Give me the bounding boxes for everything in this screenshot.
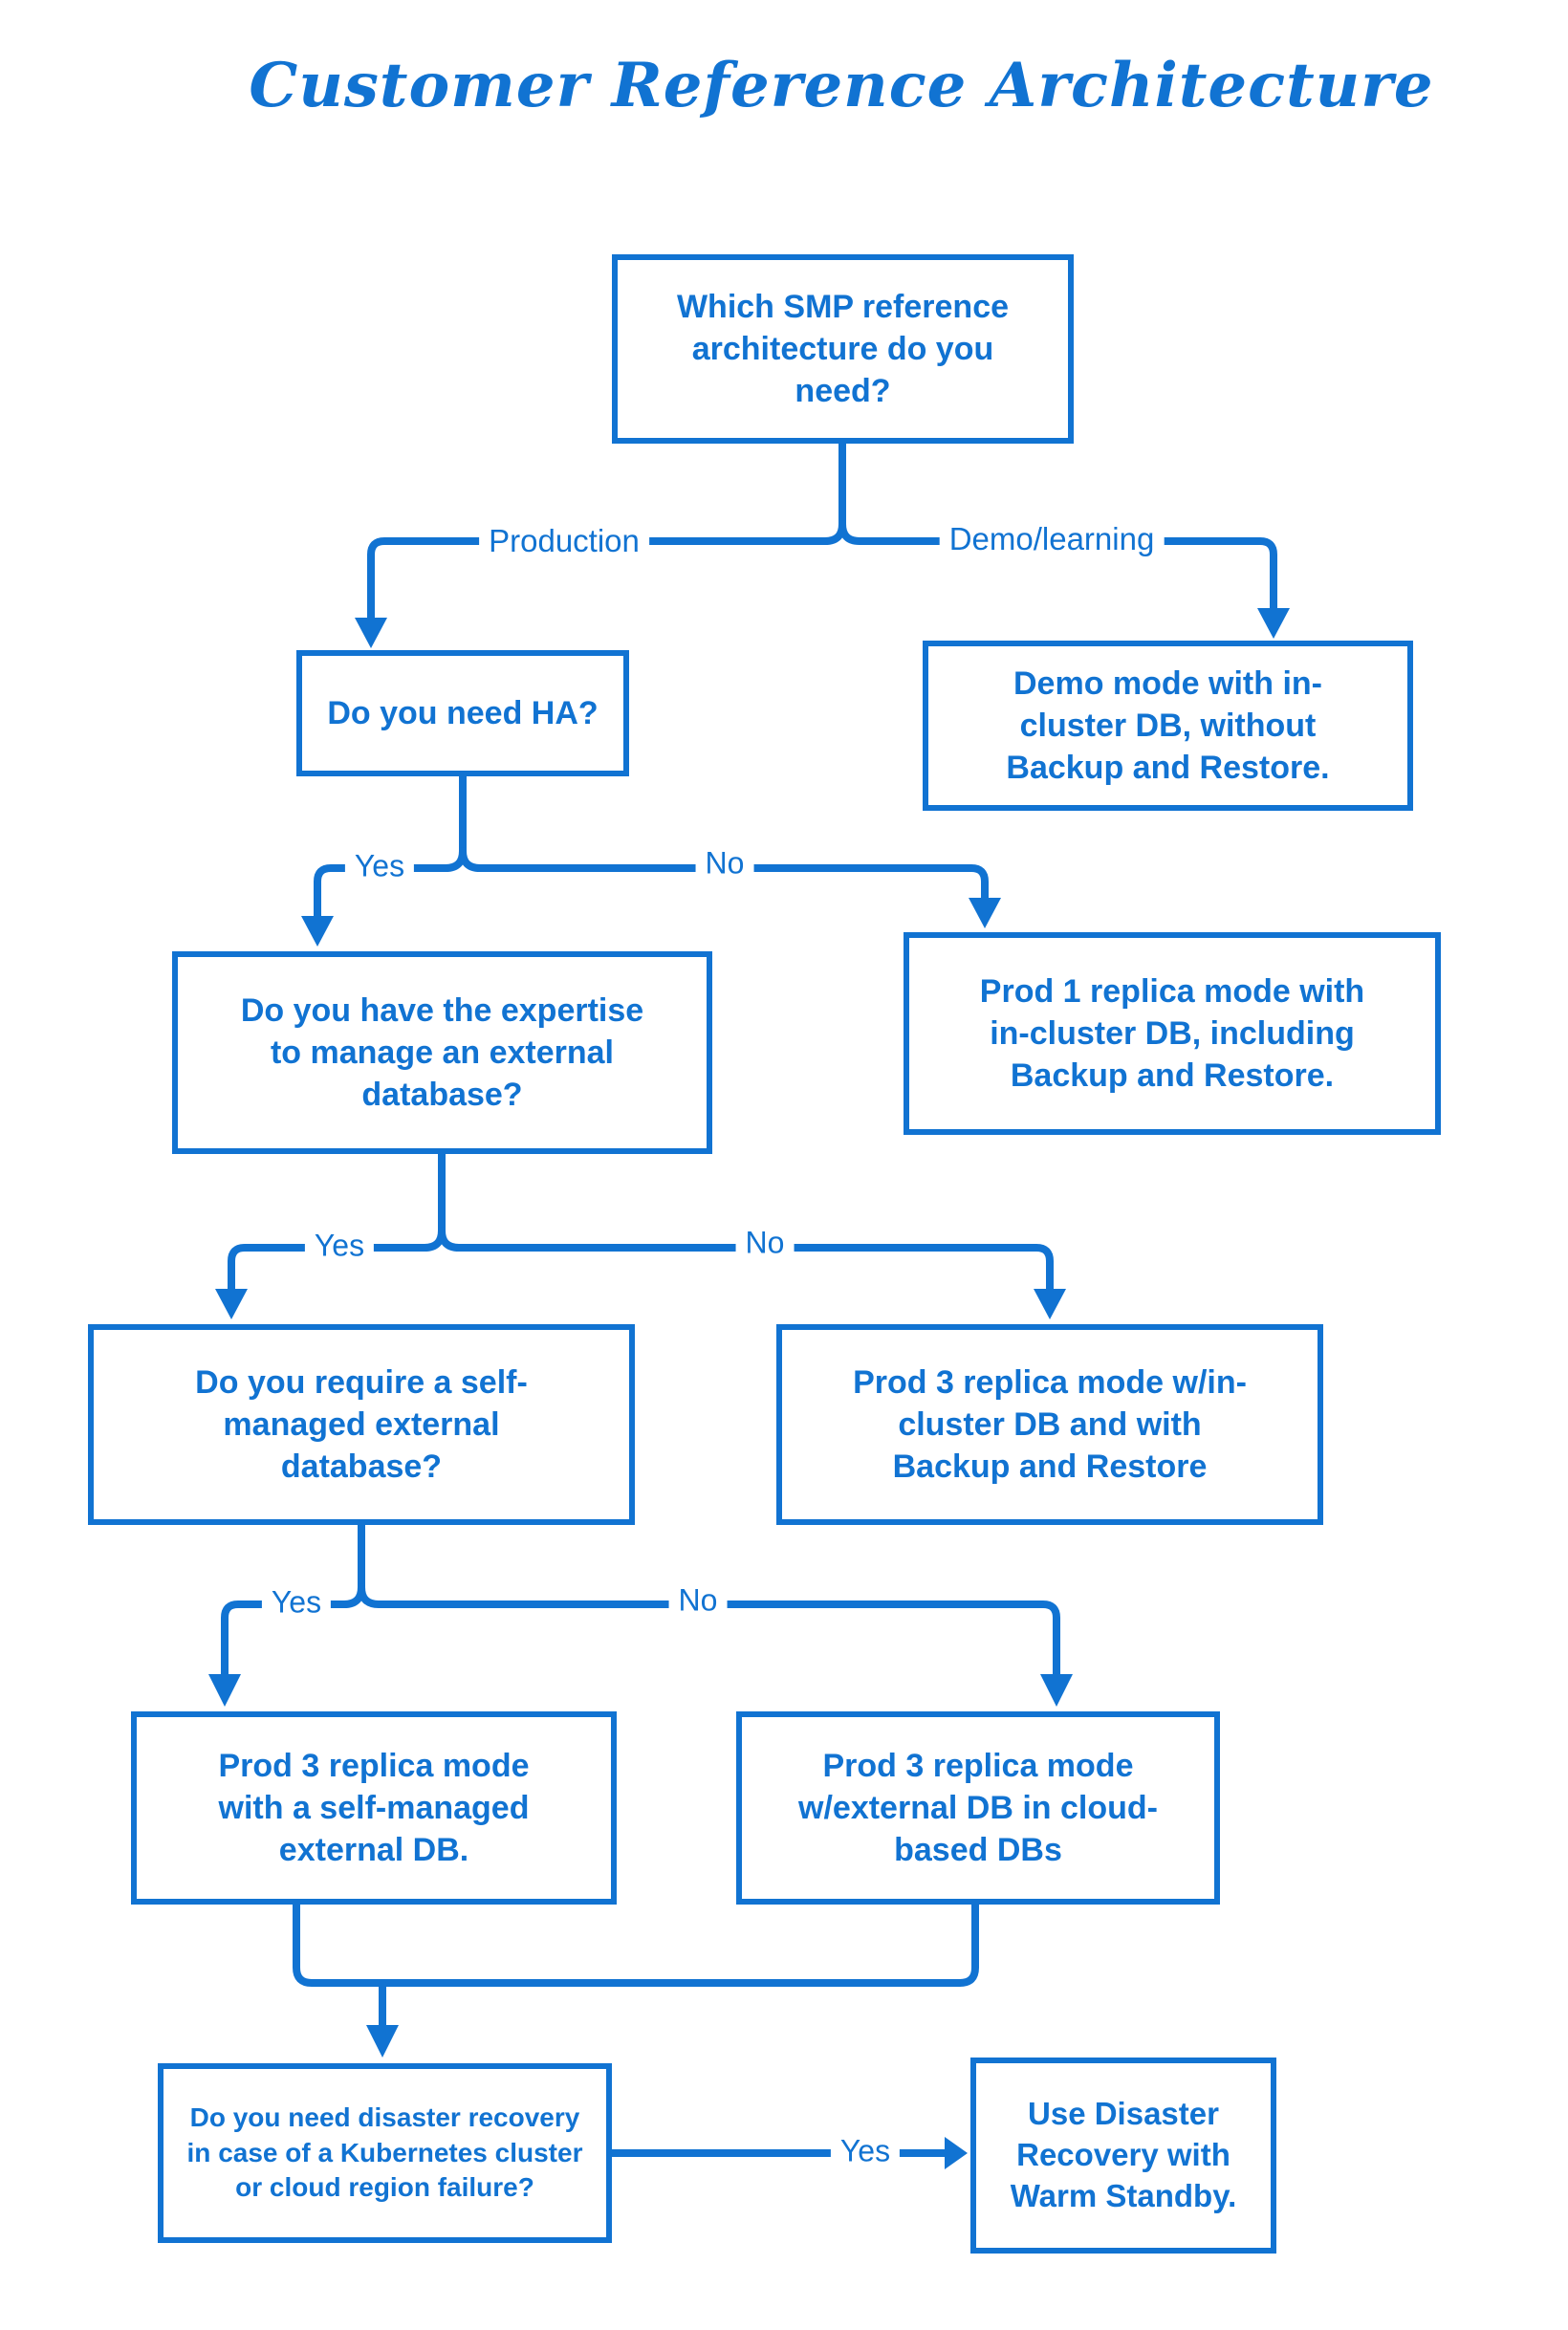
edge-expertise-to-prod3in-line [438,1227,1054,1295]
page-title: Customer Reference Architecture [249,50,1434,121]
node-prod3-in-cluster-text: Prod 3 replica mode w/in- cluster DB and… [853,1363,1247,1486]
node-disaster-recovery-question-text: Do you need disaster recovery in case of… [186,2102,583,2203]
node-expertise-question: Do you have the expertise to manage an e… [172,951,712,1154]
node-prod3-in-cluster-result: Prod 3 replica mode w/in- cluster DB and… [776,1324,1323,1525]
edge-selfq-to-prod3self-arrowhead-icon [208,1674,241,1707]
edge-root-to-demo-arrowhead-icon [1257,608,1290,639]
node-which-smp-question-text: Which SMP reference architecture do you … [676,288,1010,410]
edge-selfq-to-prod3cloud-arrowhead-icon [1040,1674,1073,1707]
node-prod3-cloud-text: Prod 3 replica mode w/external DB in clo… [798,1747,1158,1869]
node-do-you-need-ha-question: Do you need HA? [296,650,629,776]
edge-merge-arrowhead-icon [366,2025,399,2058]
node-prod1-replica-result: Prod 1 replica mode with in-cluster DB, … [904,932,1441,1135]
edge-ha-to-prod1-arrowhead-icon [969,898,1001,928]
edge-ha-to-prod1-line [459,847,989,904]
edge-ha-to-expertise-arrowhead-icon [301,916,334,947]
node-self-managed-question-text: Do you require a self- managed external … [195,1363,528,1486]
node-use-disaster-recovery-text: Use Disaster Recovery with Warm Standby. [1010,2096,1237,2213]
edge-label-ha-no: No [695,843,754,883]
edge-root-to-demo-line [838,520,1277,614]
node-which-smp-question: Which SMP reference architecture do you … [612,254,1074,444]
node-self-managed-question: Do you require a self- managed external … [88,1324,635,1525]
node-do-you-need-ha-text: Do you need HA? [327,694,599,731]
node-prod3-self-managed-result: Prod 3 replica mode with a self-managed … [131,1711,617,1905]
edge-label-expertise-yes: Yes [304,1226,375,1266]
node-disaster-recovery-question: Do you need disaster recovery in case of… [158,2063,612,2243]
node-expertise-question-text: Do you have the expertise to manage an e… [240,991,644,1114]
edge-expertise-to-prod3in-arrowhead-icon [1034,1289,1066,1319]
edge-label-expertise-no: No [735,1223,795,1263]
node-use-disaster-recovery-result: Use Disaster Recovery with Warm Standby. [970,2058,1276,2254]
edge-label-ha-yes: Yes [344,846,415,886]
edge-expertise-to-selfq-line [228,1150,446,1295]
node-prod3-cloud-result: Prod 3 replica mode w/external DB in clo… [736,1711,1220,1905]
edge-label-selfq-yes: Yes [261,1582,332,1622]
edge-root-to-ha-arrowhead-icon [355,618,387,648]
node-prod3-self-managed-text: Prod 3 replica mode with a self-managed … [218,1747,530,1869]
edge-drq-to-usedr-arrowhead-icon [945,2137,968,2169]
edge-expertise-to-selfq-arrowhead-icon [215,1289,248,1319]
node-demo-mode-text: Demo mode with in- cluster DB, without B… [1006,664,1330,787]
edge-label-selfq-no: No [668,1580,728,1621]
node-prod1-replica-text: Prod 1 replica mode with in-cluster DB, … [979,972,1365,1095]
node-demo-mode-result: Demo mode with in- cluster DB, without B… [923,641,1413,811]
edge-merge-u-line [293,1901,979,1987]
edge-selfq-to-prod3cloud-line [358,1583,1060,1680]
edge-label-dr-yes: Yes [830,2131,901,2171]
edge-label-demo-learning: Demo/learning [939,519,1165,559]
edge-label-production: Production [479,521,649,561]
